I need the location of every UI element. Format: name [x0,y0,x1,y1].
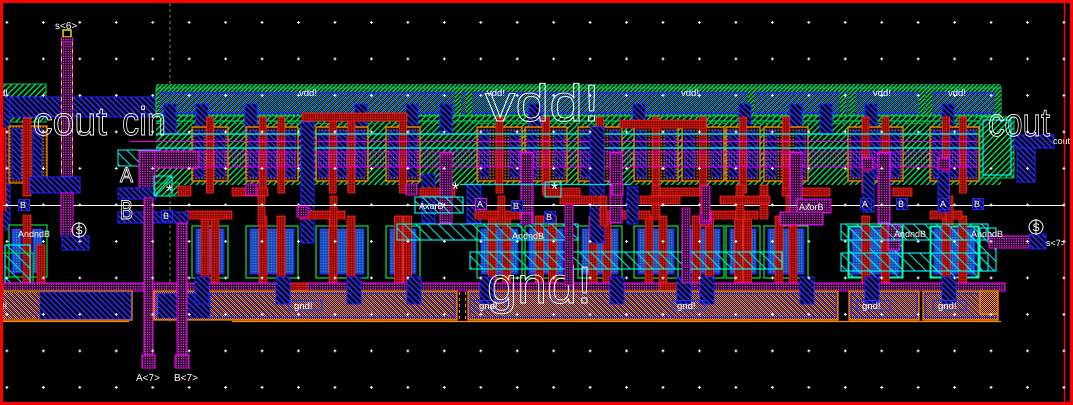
svg-text:cout: cout [33,100,107,144]
svg-text:vdd!: vdd! [487,88,505,99]
svg-text:*: * [166,181,173,201]
svg-text:B: B [163,211,169,221]
svg-text:vdd!: vdd! [299,88,317,99]
svg-text:A: A [120,164,133,187]
svg-text:B: B [120,195,133,225]
svg-text:B: B [546,212,552,222]
svg-text:!!: !! [2,301,7,312]
svg-text:A: A [862,199,868,209]
svg-text:B: B [974,199,980,209]
svg-text:A: A [940,199,946,209]
svg-text:vdd!: vdd! [681,88,699,99]
svg-text:gnd!: gnd! [862,301,881,312]
svg-text:*: * [452,179,459,199]
svg-text:B: B [513,201,519,211]
svg-text:vdd!: vdd! [873,88,891,99]
svg-text:B: B [898,199,904,209]
svg-text:A: A [477,199,483,209]
svg-text:d!: d! [0,88,8,99]
svg-text:AndndB: AndndB [971,229,1003,239]
svg-text:cin: cin [122,100,166,144]
svg-text:*: * [551,179,558,199]
svg-text:gnd!: gnd! [487,257,592,315]
svg-text:B: B [20,200,26,210]
svg-text:vdd!: vdd! [485,75,600,133]
svg-text:gnd!: gnd! [677,301,696,312]
svg-text:AndndB: AndndB [512,231,544,241]
svg-text:cout: cout [988,101,1050,145]
svg-text:AndndB: AndndB [894,229,926,239]
svg-text:gnd!: gnd! [938,301,957,312]
svg-text:AndndB: AndndB [18,229,50,239]
svg-text:vdd!: vdd! [948,88,966,99]
svg-text:gnd!: gnd! [479,301,498,312]
svg-text:gnd!: gnd! [294,301,313,312]
